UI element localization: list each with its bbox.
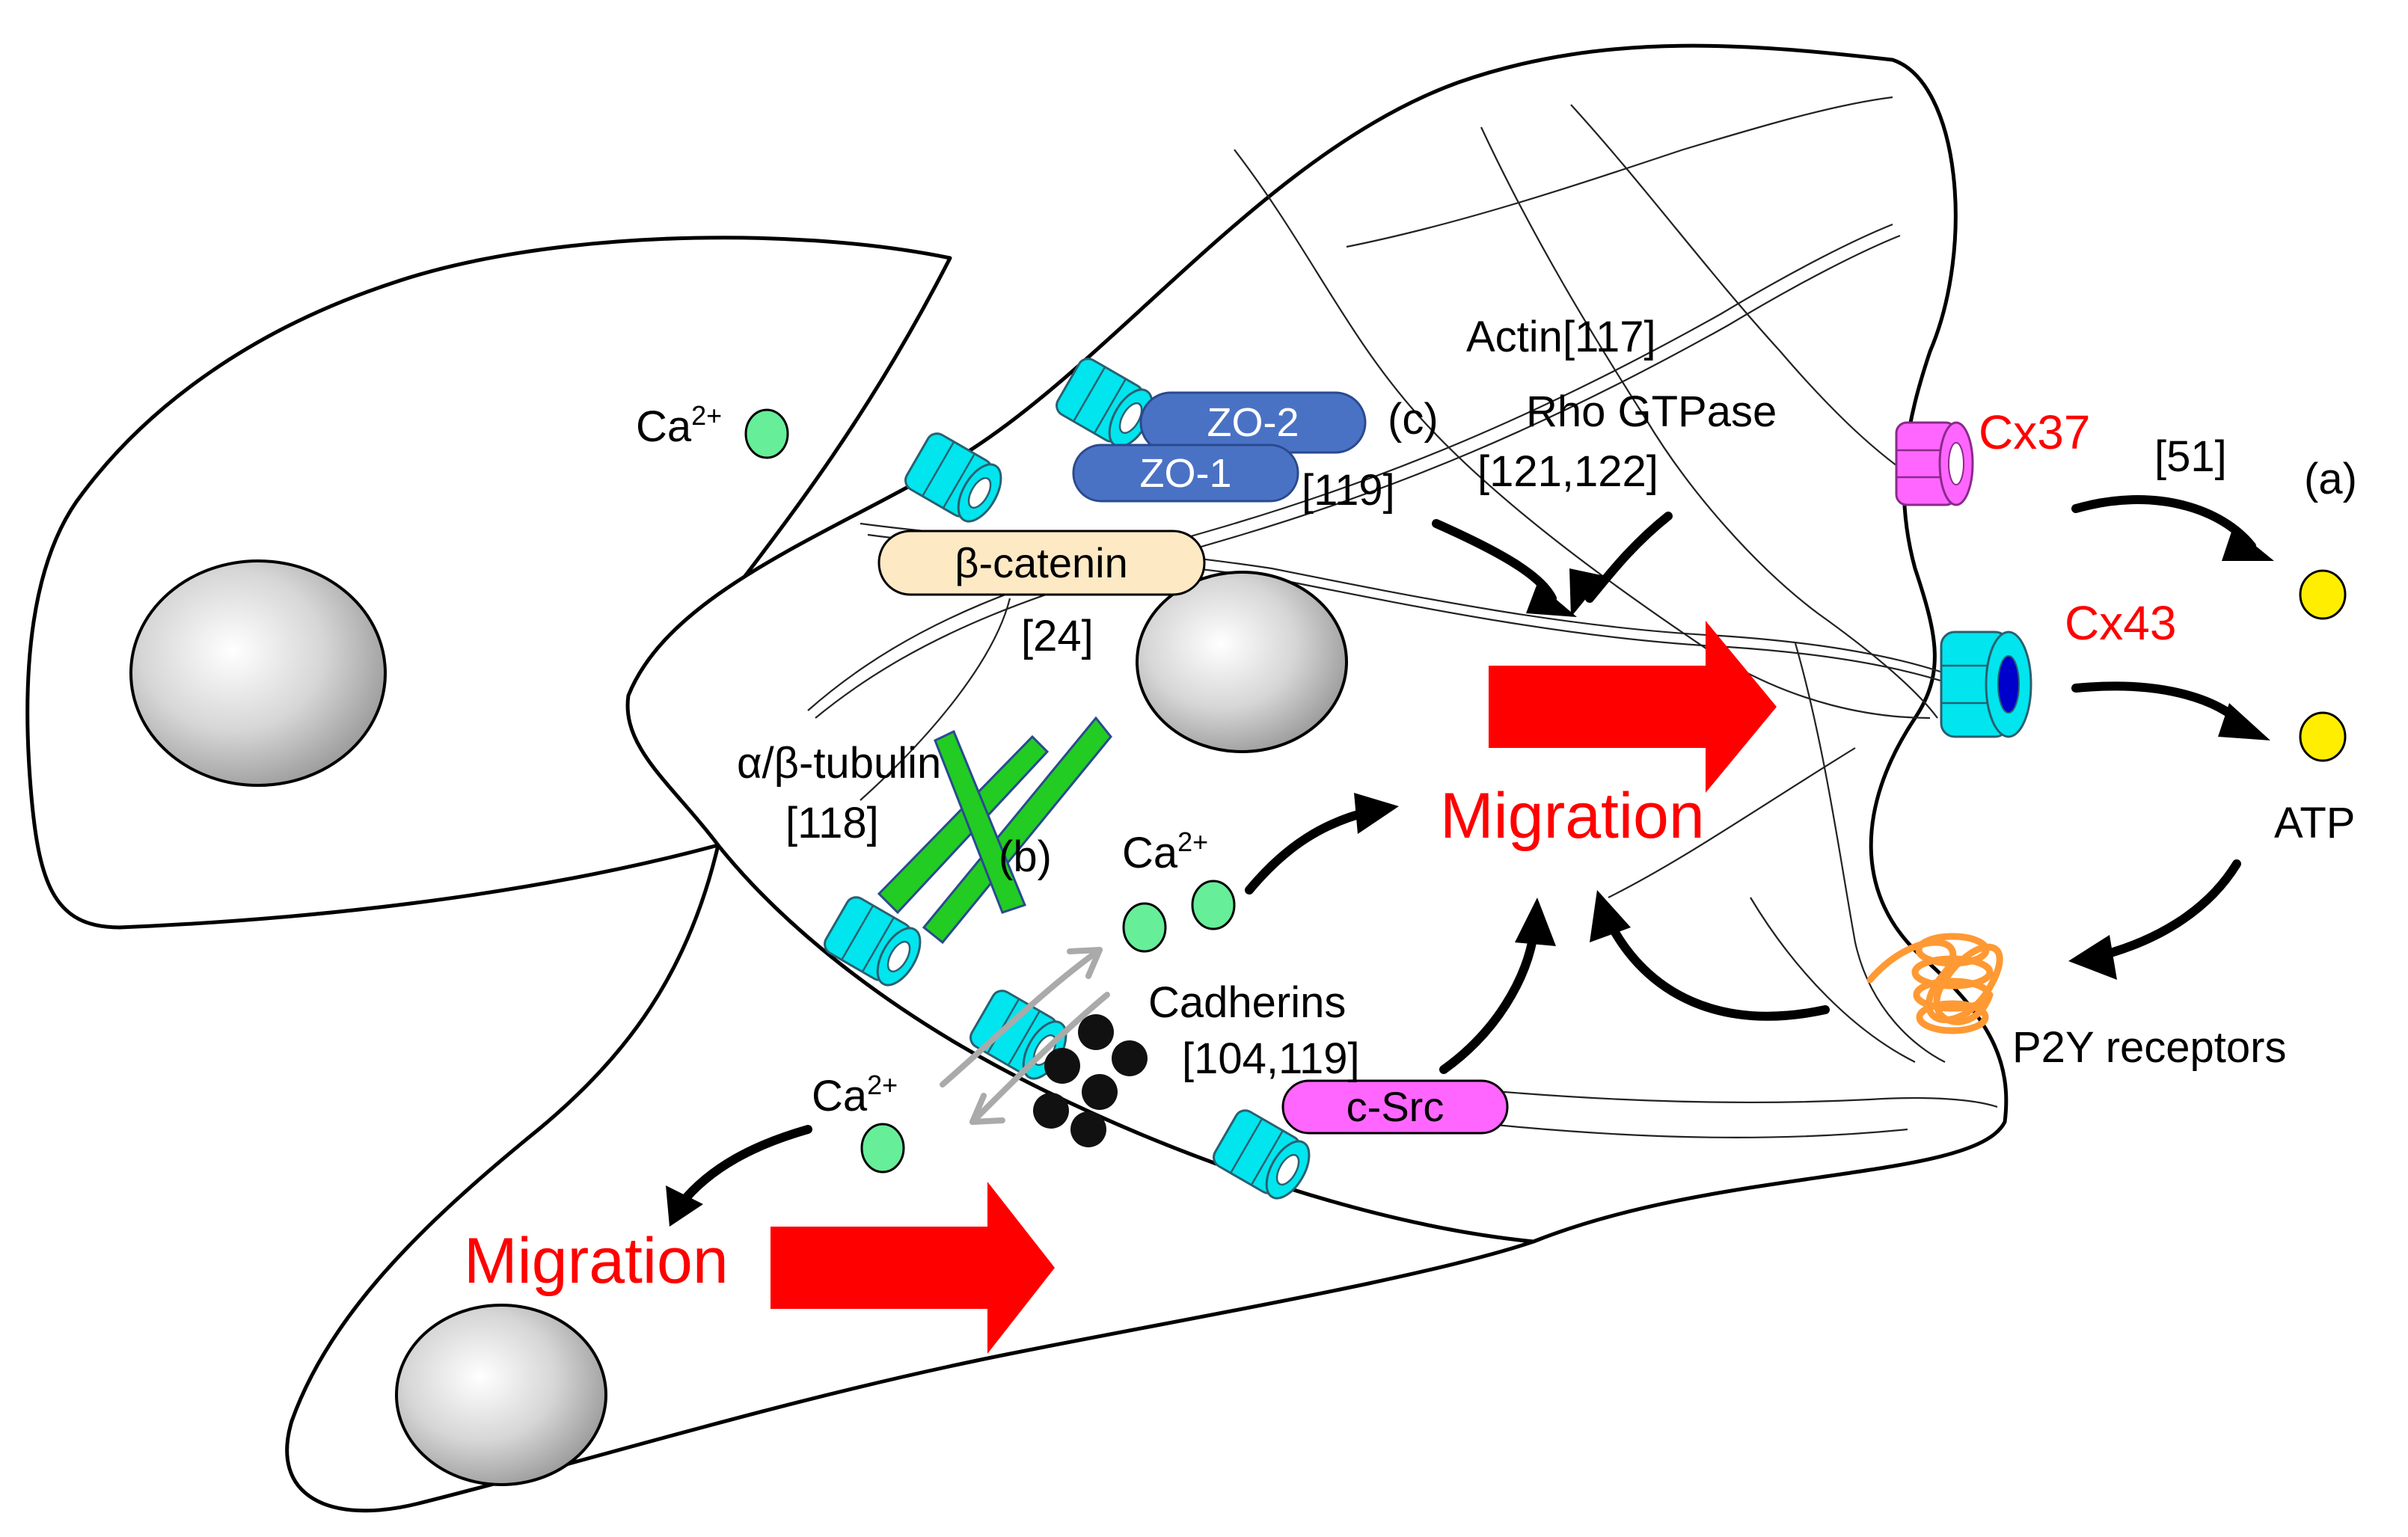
ca-label-top: Ca2+ [636,400,722,451]
calcium-ion-icon [860,1123,905,1174]
migration-label-center: Migration [1440,780,1705,852]
p2y-receptor-icon [1866,933,2003,1034]
actin-filaments [807,96,1998,1138]
actin-label: Actin[117] [1466,313,1656,361]
zo2-label: ZO-2 [1207,400,1299,445]
beta-catenin-label: β-catenin [955,539,1127,586]
tubulin-label: α/β-tubulin [737,739,941,788]
ref-24: [24] [1021,612,1094,660]
signaling-arrows [666,495,2274,1227]
atp-molecule-icon [2299,569,2347,620]
calcium-ion-icon [1191,880,1236,930]
b-marker: (b) [999,832,1052,881]
calcium-ion-icon [744,408,789,459]
ca-label-b: Ca2+ [1122,826,1208,877]
cx37-label: Cx37 [1979,405,2090,459]
cadherins-label: Cadherins [1148,978,1346,1027]
cx37-channel-icon [1895,421,1974,506]
zo1-box [1072,444,1299,503]
ref-119-top: [119] [1302,466,1395,515]
ca-label-lower: Ca2+ [812,1070,898,1120]
calcium-ion-icon [1122,902,1167,953]
ref-121-122: [121,122] [1477,447,1658,496]
c-marker: (c) [1388,395,1439,444]
atp-molecule-icon [2299,711,2347,762]
c-src-box [1281,1079,1509,1135]
nucleus-icon [395,1304,607,1486]
a-marker: (a) [2304,455,2357,503]
c-src-label: c-Src [1347,1083,1445,1130]
p2y-label: P2Y receptors [2012,1023,2286,1072]
cadherin-cluster-icon [1033,1014,1148,1147]
tubulin-filament-icon [877,716,1112,945]
migration-arrow-lower [771,1182,1055,1354]
migration-arrow-center [1489,621,1777,793]
ref-51: [51] [2154,432,2227,481]
nucleus-icon [129,559,387,787]
nucleus-icon [1136,571,1348,753]
zo1-label: ZO-1 [1139,451,1231,496]
cx43-channel-icon [1940,631,2032,738]
beta-catenin-box [877,530,1206,596]
migration-label-lower: Migration [464,1225,729,1297]
ref-104-119: [104,119] [1182,1034,1360,1083]
rho-gtpase-label: Rho GTPase [1526,387,1777,436]
calcium-flux-arrows [940,947,1110,1125]
atp-label: ATP [2274,799,2356,847]
ref-118: [118] [785,799,879,847]
cx43-label: Cx43 [2065,596,2176,650]
